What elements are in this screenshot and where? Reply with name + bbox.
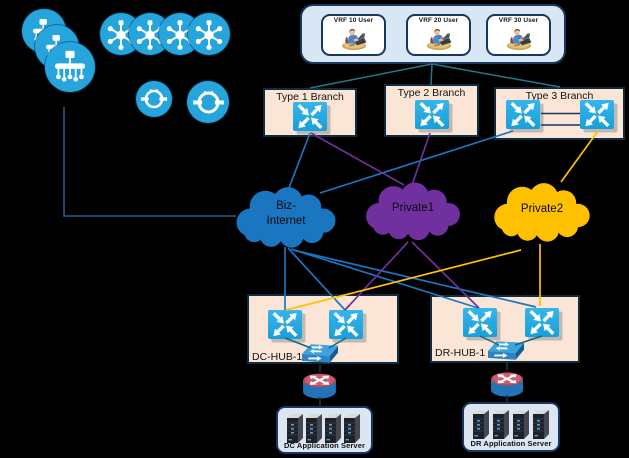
switch-icon-dr	[488, 340, 524, 365]
vrf-user-card-2: VRF 20 User	[406, 14, 471, 56]
wan-router-icon-dc-1	[268, 310, 306, 343]
cloud-label: Biz- Internet	[266, 200, 306, 227]
vrf-users-panel: VRF 10 User VRF 20 User VRF 30 User	[300, 4, 566, 64]
links-hub-stack	[319, 362, 508, 406]
dc-server-box: DC Application Server	[276, 406, 373, 454]
wan-router-icon-type2	[415, 100, 453, 133]
user-at-laptop-icon	[423, 25, 455, 52]
cloud-private2: Private2	[488, 177, 596, 245]
router-icon-dc	[300, 368, 339, 400]
wan-router-icon-type3-left	[506, 100, 544, 133]
controller-icon-4	[188, 13, 230, 55]
wan-router-icon-dc-2	[329, 310, 367, 343]
server-icon	[343, 413, 361, 443]
cloud-private1: Private1	[358, 179, 468, 241]
server-icon	[305, 413, 323, 443]
orchestrator-icon-2	[187, 81, 229, 123]
wan-router-icon-dr-1	[463, 308, 501, 341]
server-icon	[512, 409, 530, 439]
cloud-label: Private2	[520, 203, 564, 215]
user-at-laptop-icon	[503, 25, 535, 52]
server-icon	[492, 409, 510, 439]
link-controllers-biz	[63, 107, 236, 217]
network-management-icon-3	[45, 42, 95, 92]
branch-label: Type 1 Branch	[276, 91, 344, 103]
wan-router-icon-type1	[293, 102, 331, 135]
dc-hub-label: DC-HUB-1	[252, 351, 303, 363]
server-icon	[472, 409, 490, 439]
server-icon	[324, 413, 342, 443]
vrf-user-label: VRF 10 User	[333, 17, 374, 24]
orchestrator-icon-1	[136, 81, 172, 117]
wan-router-icon-dr-2	[525, 308, 563, 341]
cloud-label: Private1	[391, 202, 435, 214]
server-icon	[532, 409, 550, 439]
vrf-user-label: VRF 20 User	[418, 17, 459, 24]
dc-server-label: DC Application Server	[283, 441, 365, 450]
switch-icon-dc	[302, 343, 338, 368]
vrf-user-label: VRF 30 User	[498, 17, 539, 24]
vrf-user-card-3: VRF 30 User	[486, 14, 551, 56]
wan-router-icon-type3-right	[580, 100, 618, 133]
server-icon	[286, 413, 304, 443]
branch-label: Type 2 Branch	[397, 87, 466, 99]
cloud-biz-internet: Biz- Internet	[230, 183, 342, 249]
branch-label: Type 3 Branch	[525, 90, 594, 102]
router-icon-dr	[488, 367, 526, 398]
dr-server-box: DR Application Server	[462, 402, 560, 452]
dr-hub-label: DR-HUB-1	[435, 347, 486, 359]
vrf-user-card-1: VRF 10 User	[321, 14, 386, 56]
user-at-laptop-icon	[338, 25, 370, 52]
dr-server-label: DR Application Server	[470, 439, 552, 448]
